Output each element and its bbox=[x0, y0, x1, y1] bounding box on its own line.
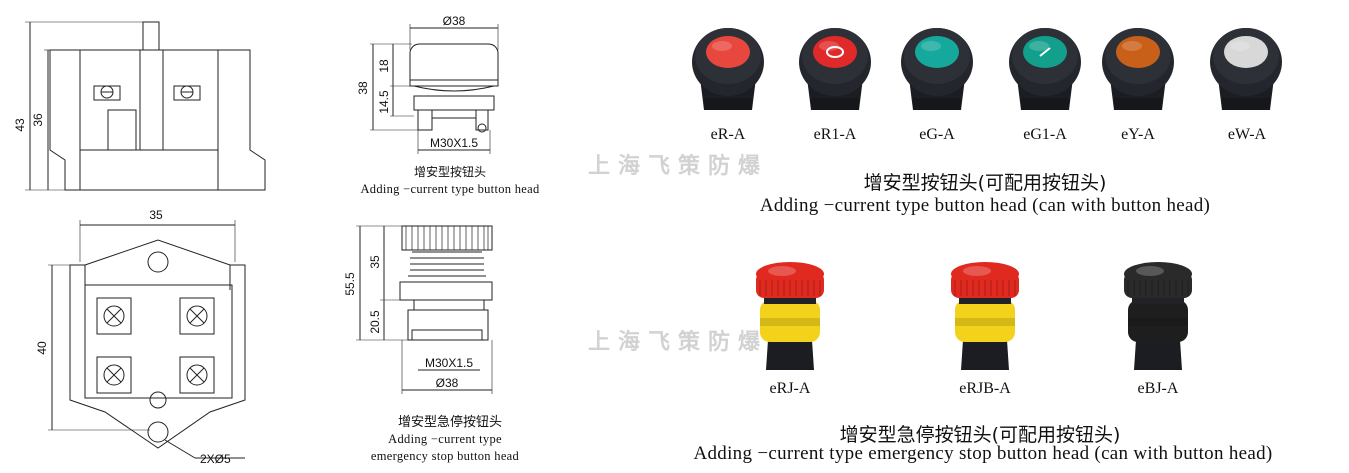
watermark-top: 上海飞策防爆 bbox=[588, 153, 769, 179]
button-head-eY-A bbox=[1102, 28, 1174, 110]
dim-35: 35 bbox=[149, 208, 163, 222]
dim-head-18: 18 bbox=[377, 59, 391, 73]
button-label-eR1-A: eR1-A bbox=[813, 126, 857, 143]
estop-caption-cn: 增安型急停按钮头 bbox=[397, 415, 502, 430]
estop-head-eRJB-A bbox=[951, 262, 1019, 370]
button-label-eR-A: eR-A bbox=[710, 126, 746, 143]
button-head-eG1-A bbox=[1009, 28, 1081, 110]
dim-estop-d38: Ø38 bbox=[436, 376, 459, 390]
estop-label-eBJ-A: eBJ-A bbox=[1137, 380, 1179, 397]
estop-caption-en-1: Adding −current type bbox=[388, 432, 502, 446]
dim-head-38: 38 bbox=[356, 81, 370, 95]
head-caption-cn: 增安型按钮头 bbox=[413, 165, 486, 179]
button-label-eG-A: eG-A bbox=[919, 126, 955, 143]
base-side-view bbox=[49, 21, 266, 191]
button-label-eW-A: eW-A bbox=[1227, 126, 1267, 143]
button-heads-title-en: Adding −current type button head (can wi… bbox=[759, 195, 1211, 216]
button-head-drawing bbox=[409, 43, 499, 133]
dim-36: 36 bbox=[31, 113, 45, 127]
estop-heads-title-en: Adding −current type emergency stop butt… bbox=[693, 443, 1273, 464]
dim-43: 43 bbox=[13, 118, 27, 132]
estop-head-drawing bbox=[399, 225, 493, 341]
dim-head-thread: M30X1.5 bbox=[430, 136, 478, 150]
button-heads-title-cn: 增安型按钮头(可配用按钮头) bbox=[863, 172, 1107, 194]
button-head-eG-A bbox=[901, 28, 973, 110]
estop-label-eRJB-A: eRJB-A bbox=[959, 380, 1011, 397]
dim-estop-20-5: 20.5 bbox=[368, 310, 382, 334]
head-caption-en: Adding −current type button head bbox=[360, 182, 540, 196]
dim-estop-35: 35 bbox=[368, 255, 382, 269]
dim-head-14-5: 14.5 bbox=[377, 90, 391, 114]
estop-caption-en-2: emergency stop button head bbox=[370, 449, 520, 463]
estop-head-eRJ-A bbox=[756, 262, 824, 370]
button-label-eY-A: eY-A bbox=[1121, 126, 1155, 143]
estop-head-eBJ-A bbox=[1124, 262, 1192, 370]
estop-heads-title-cn: 增安型急停按钮头(可配用按钮头) bbox=[839, 424, 1121, 446]
button-head-eR1-A bbox=[799, 28, 871, 110]
dim-holes: 2XØ5 bbox=[200, 452, 231, 466]
dim-head-d38: Ø38 bbox=[443, 14, 466, 28]
base-top-view bbox=[69, 239, 246, 449]
dim-40: 40 bbox=[35, 341, 49, 355]
dim-estop-55-5: 55.5 bbox=[343, 272, 357, 296]
button-head-eR-A bbox=[692, 28, 764, 110]
button-head-eW-A bbox=[1210, 28, 1282, 110]
dim-estop-thread: M30X1.5 bbox=[425, 356, 473, 370]
estop-label-eRJ-A: eRJ-A bbox=[769, 380, 811, 397]
button-label-eG1-A: eG1-A bbox=[1023, 126, 1067, 143]
watermark-bottom: 上海飞策防爆 bbox=[588, 329, 769, 355]
